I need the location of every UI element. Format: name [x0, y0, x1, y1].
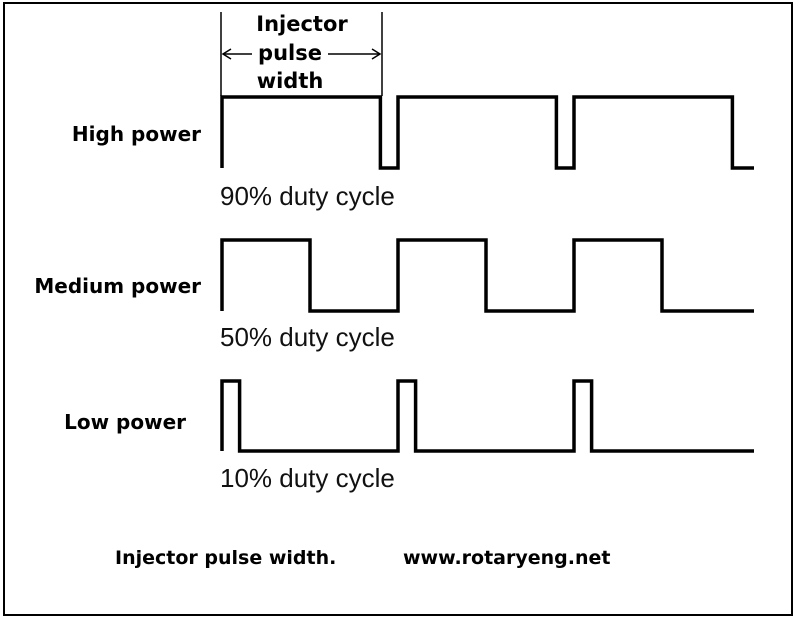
duty-cycle-medium-power: 50% duty cycle [220, 322, 395, 352]
waveform-high-power [220, 95, 754, 170]
row-label-high-power: High power [72, 122, 201, 146]
waveform-low-power [220, 379, 754, 453]
waveform-medium-power [220, 238, 754, 313]
duty-cycle-high-power: 90% duty cycle [220, 181, 395, 211]
row-label-low-power: Low power [64, 410, 186, 434]
caption-title: Injector pulse width. [115, 547, 336, 569]
annotation-line-1: Injector [256, 12, 348, 36]
annotation-arrowhead-left [221, 48, 232, 60]
annotation-line-2: pulse [258, 41, 322, 65]
pulse-width-annotation: Injector pulse width [220, 12, 383, 96]
row-label-medium-power: Medium power [34, 274, 201, 298]
duty-cycle-low-power: 10% duty cycle [220, 463, 395, 493]
annotation-line-3: width [257, 69, 324, 93]
annotation-arrowhead-right [371, 48, 382, 60]
caption-url: www.rotaryeng.net [403, 547, 610, 569]
